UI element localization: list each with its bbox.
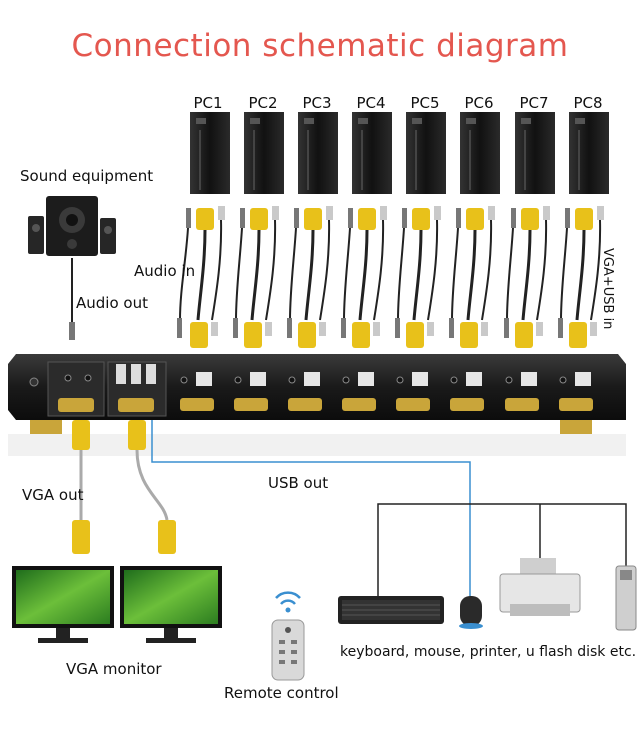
usb-out-line [151,420,471,596]
pc-tower-icon [460,112,500,194]
vga-out-label: VGA out [22,486,84,504]
pc-tower-icon [244,112,284,194]
remote-control-icon [271,619,305,681]
audio-in-label: Audio in [134,262,196,280]
kvm-switch [8,354,626,434]
kvm-input-ports [180,372,593,411]
audio-out-label: Audio out [76,294,148,312]
pc-cable-bundle [341,206,387,348]
vga-usb-in-label: VGA+USB in [600,248,615,330]
pc1-label: PC1 [193,94,223,112]
pc-towers [190,112,609,194]
pc-cable-bundle [504,206,550,348]
speaker-icon [28,196,116,256]
pc2-label: PC2 [248,94,278,112]
diagram-title: Connection schematic diagram [71,28,569,64]
pc-cable-bundles [177,206,604,348]
peripherals-label: keyboard, mouse, printer, u flash disk e… [340,644,637,660]
pc-tower-icon [352,112,392,194]
vga-monitor-label: VGA monitor [66,660,162,678]
keyboard-icon [338,596,444,624]
mouse-icon [459,596,483,629]
pc-cable-bundle [449,206,495,348]
pc3-label: PC3 [302,94,332,112]
usb-out-label: USB out [268,474,329,492]
remote-control-label: Remote control [224,684,339,702]
pc4-label: PC4 [356,94,386,112]
pc-tower-icon [190,112,230,194]
pc8-label: PC8 [573,94,603,112]
pc-tower-icon [406,112,446,194]
pc-cable-bundle [287,206,333,348]
pc-cable-bundle [233,206,279,348]
pc-tower-icon [515,112,555,194]
printer-icon [499,558,581,616]
pc6-label: PC6 [464,94,494,112]
pc-cable-bundle [395,206,441,348]
pc-tower-icon [569,112,609,194]
pc7-label: PC7 [519,94,549,112]
pc-cable-bundle [177,206,225,348]
pc-cable-bundle [558,206,604,348]
pc5-label: PC5 [410,94,440,112]
usb-flash-disk-icon [615,565,637,631]
sound-equipment-label: Sound equipment [20,167,154,185]
peripheral-bus-line [377,503,627,596]
wifi-signal-icon [275,591,301,605]
monitor-icon [12,566,114,643]
pc-tower-icon [298,112,338,194]
vga-out-cables [72,420,176,554]
monitor-icon [120,566,222,643]
